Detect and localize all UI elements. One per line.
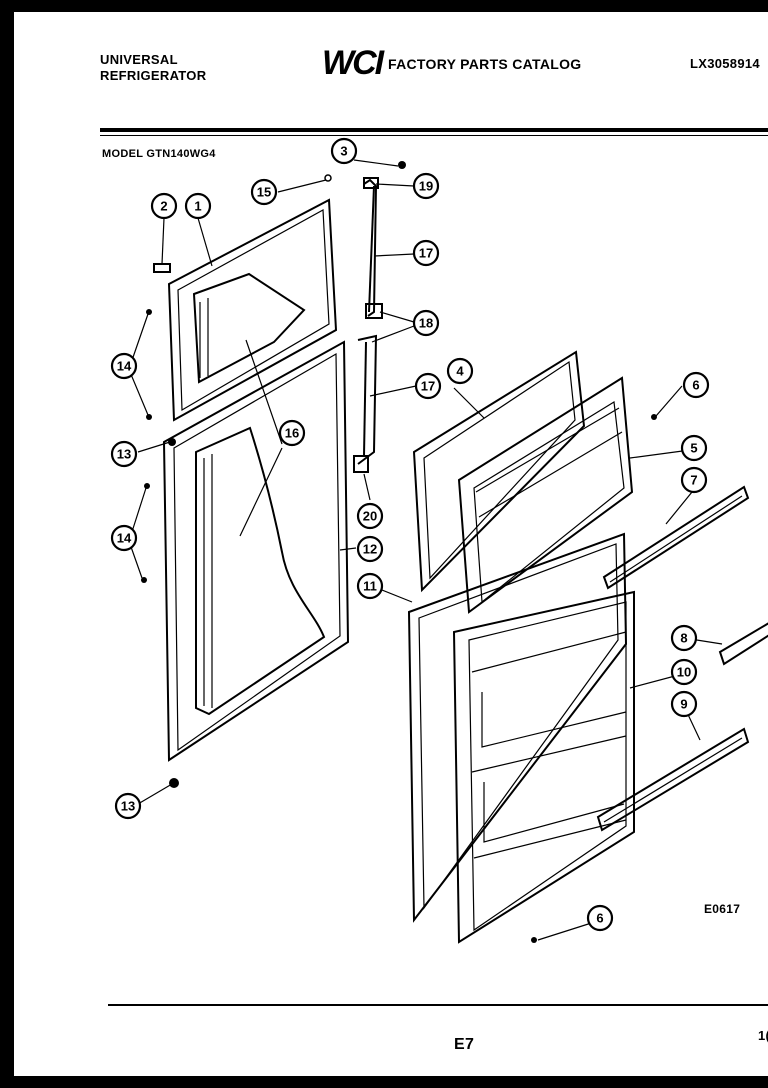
callout-13-bottom: 13 bbox=[114, 792, 142, 820]
svg-text:14: 14 bbox=[117, 531, 132, 546]
hardware-screws bbox=[141, 161, 657, 943]
svg-text:6: 6 bbox=[596, 911, 603, 926]
callout-17-bottom: 17 bbox=[414, 372, 442, 400]
callout-2: 2 bbox=[150, 192, 178, 220]
svg-text:7: 7 bbox=[690, 473, 697, 488]
freezer-door-panel bbox=[167, 198, 338, 422]
svg-text:13: 13 bbox=[117, 447, 131, 462]
fresh-food-door-liner bbox=[407, 532, 635, 944]
svg-text:19: 19 bbox=[419, 179, 433, 194]
callout-3: 3 bbox=[330, 137, 358, 165]
svg-text:1: 1 bbox=[194, 199, 201, 214]
svg-text:14: 14 bbox=[117, 359, 132, 374]
callout-6-top: 6 bbox=[682, 371, 710, 399]
callout-8: 8 bbox=[670, 624, 698, 652]
svg-text:15: 15 bbox=[257, 185, 271, 200]
svg-text:2: 2 bbox=[160, 199, 167, 214]
svg-text:8: 8 bbox=[680, 631, 687, 646]
callout-19: 19 bbox=[412, 172, 440, 200]
wci-logo: WCI bbox=[322, 44, 384, 82]
leader-lines bbox=[129, 159, 723, 941]
sheet-number: 1( bbox=[758, 1028, 768, 1043]
page-code: E7 bbox=[454, 1036, 475, 1053]
manufacturer-line2: REFRIGERATOR bbox=[100, 68, 207, 83]
callout-18: 18 bbox=[412, 309, 440, 337]
callout-20: 20 bbox=[356, 502, 384, 530]
svg-text:18: 18 bbox=[419, 316, 433, 331]
callout-11: 11 bbox=[356, 572, 384, 600]
callout-17-top: 17 bbox=[412, 239, 440, 267]
manufacturer-line1: UNIVERSAL bbox=[100, 52, 178, 67]
svg-text:12: 12 bbox=[363, 542, 377, 557]
parts-catalog-page: UNIVERSAL REFRIGERATOR WCI FACTORY PARTS… bbox=[14, 12, 768, 1076]
svg-text:20: 20 bbox=[363, 509, 377, 524]
svg-text:16: 16 bbox=[285, 426, 299, 441]
figure-code: E0617 bbox=[704, 902, 741, 916]
door-shelves bbox=[596, 485, 768, 832]
callout-14-top: 14 bbox=[110, 352, 138, 380]
svg-text:3: 3 bbox=[340, 144, 347, 159]
callout-14-bottom: 14 bbox=[110, 524, 138, 552]
freezer-door-liner bbox=[412, 350, 634, 614]
callout-13-top: 13 bbox=[110, 440, 138, 468]
model-label: MODEL GTN140WG4 bbox=[102, 148, 216, 160]
fresh-food-door-panel bbox=[162, 340, 350, 762]
catalog-title: FACTORY PARTS CATALOG bbox=[388, 56, 582, 72]
callout-4: 4 bbox=[446, 357, 474, 385]
manufacturer-label: UNIVERSAL REFRIGERATOR bbox=[100, 52, 260, 84]
callout-15: 15 bbox=[250, 178, 278, 206]
exploded-parts-diagram: 1 2 3 4 5 6 6 7 8 9 10 11 12 13 13 14 14… bbox=[110, 137, 768, 944]
svg-text:17: 17 bbox=[419, 246, 433, 261]
svg-text:13: 13 bbox=[121, 799, 135, 814]
callout-7: 7 bbox=[680, 466, 708, 494]
header-rule-thick bbox=[100, 128, 768, 132]
callout-1: 1 bbox=[184, 192, 212, 220]
header-rule-thin bbox=[100, 135, 768, 136]
svg-text:10: 10 bbox=[677, 665, 691, 680]
callout-10: 10 bbox=[670, 658, 698, 686]
svg-text:11: 11 bbox=[363, 579, 377, 594]
callout-5: 5 bbox=[680, 434, 708, 462]
svg-text:9: 9 bbox=[680, 697, 687, 712]
callout-12: 12 bbox=[356, 535, 384, 563]
svg-text:17: 17 bbox=[421, 379, 435, 394]
svg-text:6: 6 bbox=[692, 378, 699, 393]
callout-9: 9 bbox=[670, 690, 698, 718]
footer-rule bbox=[108, 1004, 768, 1006]
svg-text:5: 5 bbox=[690, 441, 697, 456]
hinge-parts bbox=[153, 177, 383, 473]
svg-text:4: 4 bbox=[456, 364, 464, 379]
callout-6-bottom: 6 bbox=[586, 904, 614, 932]
callout-16-top: 16 bbox=[278, 419, 306, 447]
document-number: LX3058914 bbox=[690, 56, 760, 71]
